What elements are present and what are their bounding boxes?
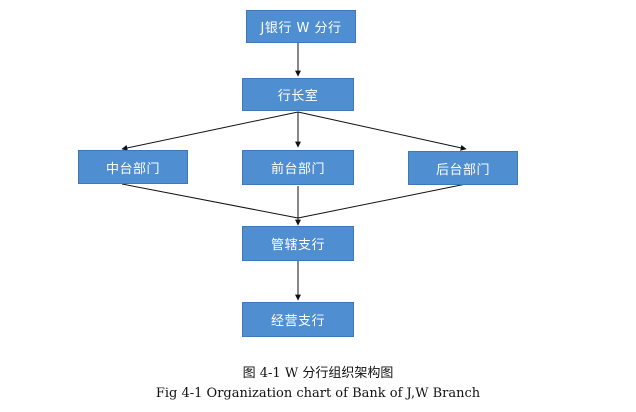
node-operating-subbranch: 经营支行 [242, 302, 354, 337]
node-president-office: 行长室 [242, 78, 354, 111]
node-back-department: 后台部门 [408, 151, 518, 185]
figure-caption-chinese: 图 4-1 W 分行组织架构图 [242, 366, 394, 381]
node-middle-department: 中台部门 [78, 150, 188, 184]
node-managed-subbranch: 管辖支行 [242, 226, 354, 261]
edge-middle-to-managed [121, 183, 299, 219]
node-branch: J银行 W 分行 [246, 10, 356, 43]
edge-president-office-to-middle [121, 111, 299, 151]
edge-president-office-to-back [297, 111, 467, 151]
node-front-department: 前台部门 [242, 150, 354, 185]
figure-caption-english: Fig 4-1 Organization chart of Bank of J,… [155, 386, 481, 401]
edge-back-to-managed [297, 183, 467, 219]
